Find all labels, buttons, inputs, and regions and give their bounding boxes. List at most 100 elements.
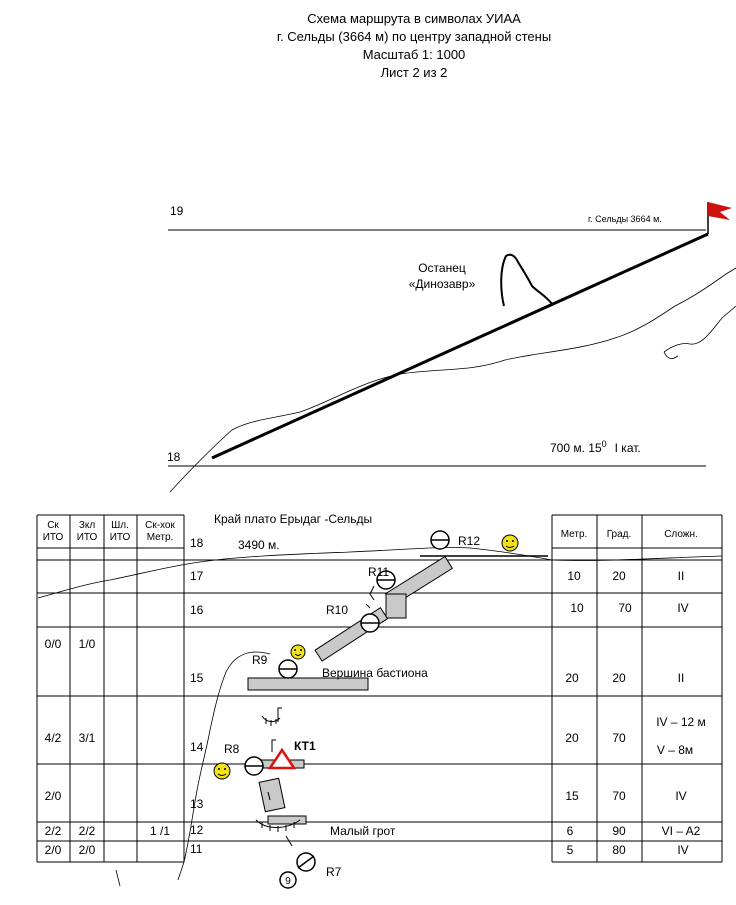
summit-label: г. Сельды 3664 м. bbox=[588, 214, 662, 224]
row-difficulty-secondary: V – 8м bbox=[657, 743, 693, 757]
segment-number: 13 bbox=[190, 797, 204, 811]
belay-label: R7 bbox=[326, 865, 342, 879]
header-difficulty: Сложн. bbox=[664, 529, 698, 540]
bolt-value: 1/0 bbox=[79, 637, 96, 651]
route-category: I кат. bbox=[615, 441, 641, 455]
free-climb-value: 2/0 bbox=[45, 843, 62, 857]
plateau-label: Край плато Ерыдаг -Сельды bbox=[214, 512, 372, 526]
segment-number: 16 bbox=[190, 603, 204, 617]
belay-label: R8 bbox=[224, 742, 240, 756]
row-difficulty: VI – A2 bbox=[662, 824, 701, 838]
row-degrees: 70 bbox=[618, 601, 632, 615]
summit-flag-icon bbox=[707, 202, 732, 234]
control-point-icon bbox=[267, 747, 297, 770]
row-difficulty: IV bbox=[675, 789, 686, 803]
control-point-label: КТ1 bbox=[294, 739, 316, 753]
belay-label: R12 bbox=[458, 534, 480, 548]
row-dividers bbox=[37, 559, 722, 842]
row-difficulty: IV – 12 м bbox=[656, 715, 706, 729]
formation-name: Останец bbox=[418, 261, 466, 275]
formation-nickname: «Динозавр» bbox=[409, 277, 476, 291]
row-degrees: 20 bbox=[612, 671, 626, 685]
bastion-ledge bbox=[247, 677, 369, 691]
header-piton: Шл. bbox=[111, 520, 129, 531]
right-table-grid bbox=[551, 514, 723, 863]
bastion-summit-label: Вершина бастиона bbox=[322, 666, 428, 680]
row-meters: 20 bbox=[565, 671, 579, 685]
belay-station-icon bbox=[278, 659, 298, 679]
route-degree-sign: 0 bbox=[602, 439, 607, 449]
free-climb-value: 4/2 bbox=[45, 731, 62, 745]
plateau-altitude: 3490 м. bbox=[238, 538, 280, 552]
ice-screw-value: 1 /1 bbox=[150, 824, 170, 838]
header-sheet: Лист 2 из 2 bbox=[381, 65, 448, 80]
row-degrees: 20 bbox=[612, 569, 626, 583]
belay-label: R9 bbox=[252, 653, 268, 667]
header-free-climb-aid: ИТО bbox=[43, 532, 64, 543]
formation-outline bbox=[500, 253, 553, 307]
row-degrees: 90 bbox=[612, 824, 626, 838]
smiley-icon bbox=[501, 534, 519, 552]
bolt-number: 9 bbox=[285, 876, 291, 887]
segment-19-label: 19 bbox=[170, 204, 184, 218]
small-grotto-label: Малый грот bbox=[330, 824, 396, 838]
belay-label: R11 bbox=[368, 565, 389, 579]
header-bolt: Зкл bbox=[79, 520, 96, 531]
header-ice-screw: Ск-хок bbox=[145, 520, 175, 531]
row-meters: 20 bbox=[565, 731, 579, 745]
free-climb-value: 2/0 bbox=[45, 789, 62, 803]
row-meters: 5 bbox=[567, 843, 574, 857]
segment-18-label: 18 bbox=[167, 450, 181, 464]
terrain-contour bbox=[169, 267, 736, 493]
belay-station-icon bbox=[244, 756, 264, 776]
segment-number: 15 bbox=[190, 671, 204, 685]
bolt-value: 3/1 bbox=[79, 731, 96, 745]
row-meters: 10 bbox=[567, 569, 581, 583]
belay-station-icon bbox=[430, 530, 450, 550]
bolt-marker-icon: 9 bbox=[279, 871, 297, 889]
row-difficulty: II bbox=[678, 671, 685, 685]
segment-number: 11 bbox=[190, 842, 203, 856]
row-meters: 15 bbox=[565, 789, 579, 803]
header-scale: Масштаб 1: 1000 bbox=[363, 47, 466, 62]
route-brackets bbox=[267, 585, 375, 847]
header-subtitle: г. Сельды (3664 м) по центру западной ст… bbox=[277, 29, 551, 44]
upper-section: 19 18 г. Сельды 3664 м. Останец «Динозав… bbox=[167, 202, 736, 493]
segment-number: 12 bbox=[190, 823, 204, 837]
route-main-line bbox=[211, 232, 709, 460]
free-climb-value: 0/0 bbox=[45, 637, 62, 651]
rock-block bbox=[258, 777, 286, 813]
route-length-angle: 700 м. 15 bbox=[550, 441, 602, 455]
row-degrees: 80 bbox=[612, 843, 626, 857]
route-table: Ск ИТО Зкл ИТО Шл. ИТО Ск-хок Метр. Метр… bbox=[36, 512, 723, 863]
plateau-edge bbox=[37, 547, 723, 599]
rock-block bbox=[385, 593, 407, 619]
header-free-climb: Ск bbox=[47, 520, 59, 531]
ledge bbox=[267, 815, 307, 825]
row-difficulty: IV bbox=[677, 601, 688, 615]
smiley-icon bbox=[213, 762, 231, 780]
left-table-grid bbox=[36, 514, 185, 863]
segment-number: 18 bbox=[190, 536, 204, 550]
smiley-icon bbox=[290, 644, 306, 660]
bolt-value: 2/2 bbox=[79, 824, 96, 838]
header-ice-screw-meters: Метр. bbox=[147, 532, 174, 543]
segment-number: 17 bbox=[190, 569, 204, 583]
route-stats: 700 м. 150 I кат. bbox=[550, 439, 641, 455]
bolt-value: 2/0 bbox=[79, 843, 96, 857]
row-difficulty: II bbox=[678, 569, 685, 583]
free-climb-value: 2/2 bbox=[45, 824, 62, 838]
header-piton-aid: ИТО bbox=[110, 532, 131, 543]
row-difficulty: IV bbox=[677, 843, 688, 857]
overhang-hatching bbox=[255, 715, 301, 832]
row-meters: 10 bbox=[570, 601, 584, 615]
row-degrees: 70 bbox=[612, 731, 626, 745]
segment-number: 14 bbox=[190, 740, 204, 754]
belay-station-icon bbox=[296, 852, 316, 872]
belay-station-icon bbox=[360, 613, 380, 633]
header-degrees: Град. bbox=[607, 529, 632, 540]
header-meters: Метр. bbox=[561, 529, 588, 540]
wall-outline bbox=[115, 651, 271, 887]
